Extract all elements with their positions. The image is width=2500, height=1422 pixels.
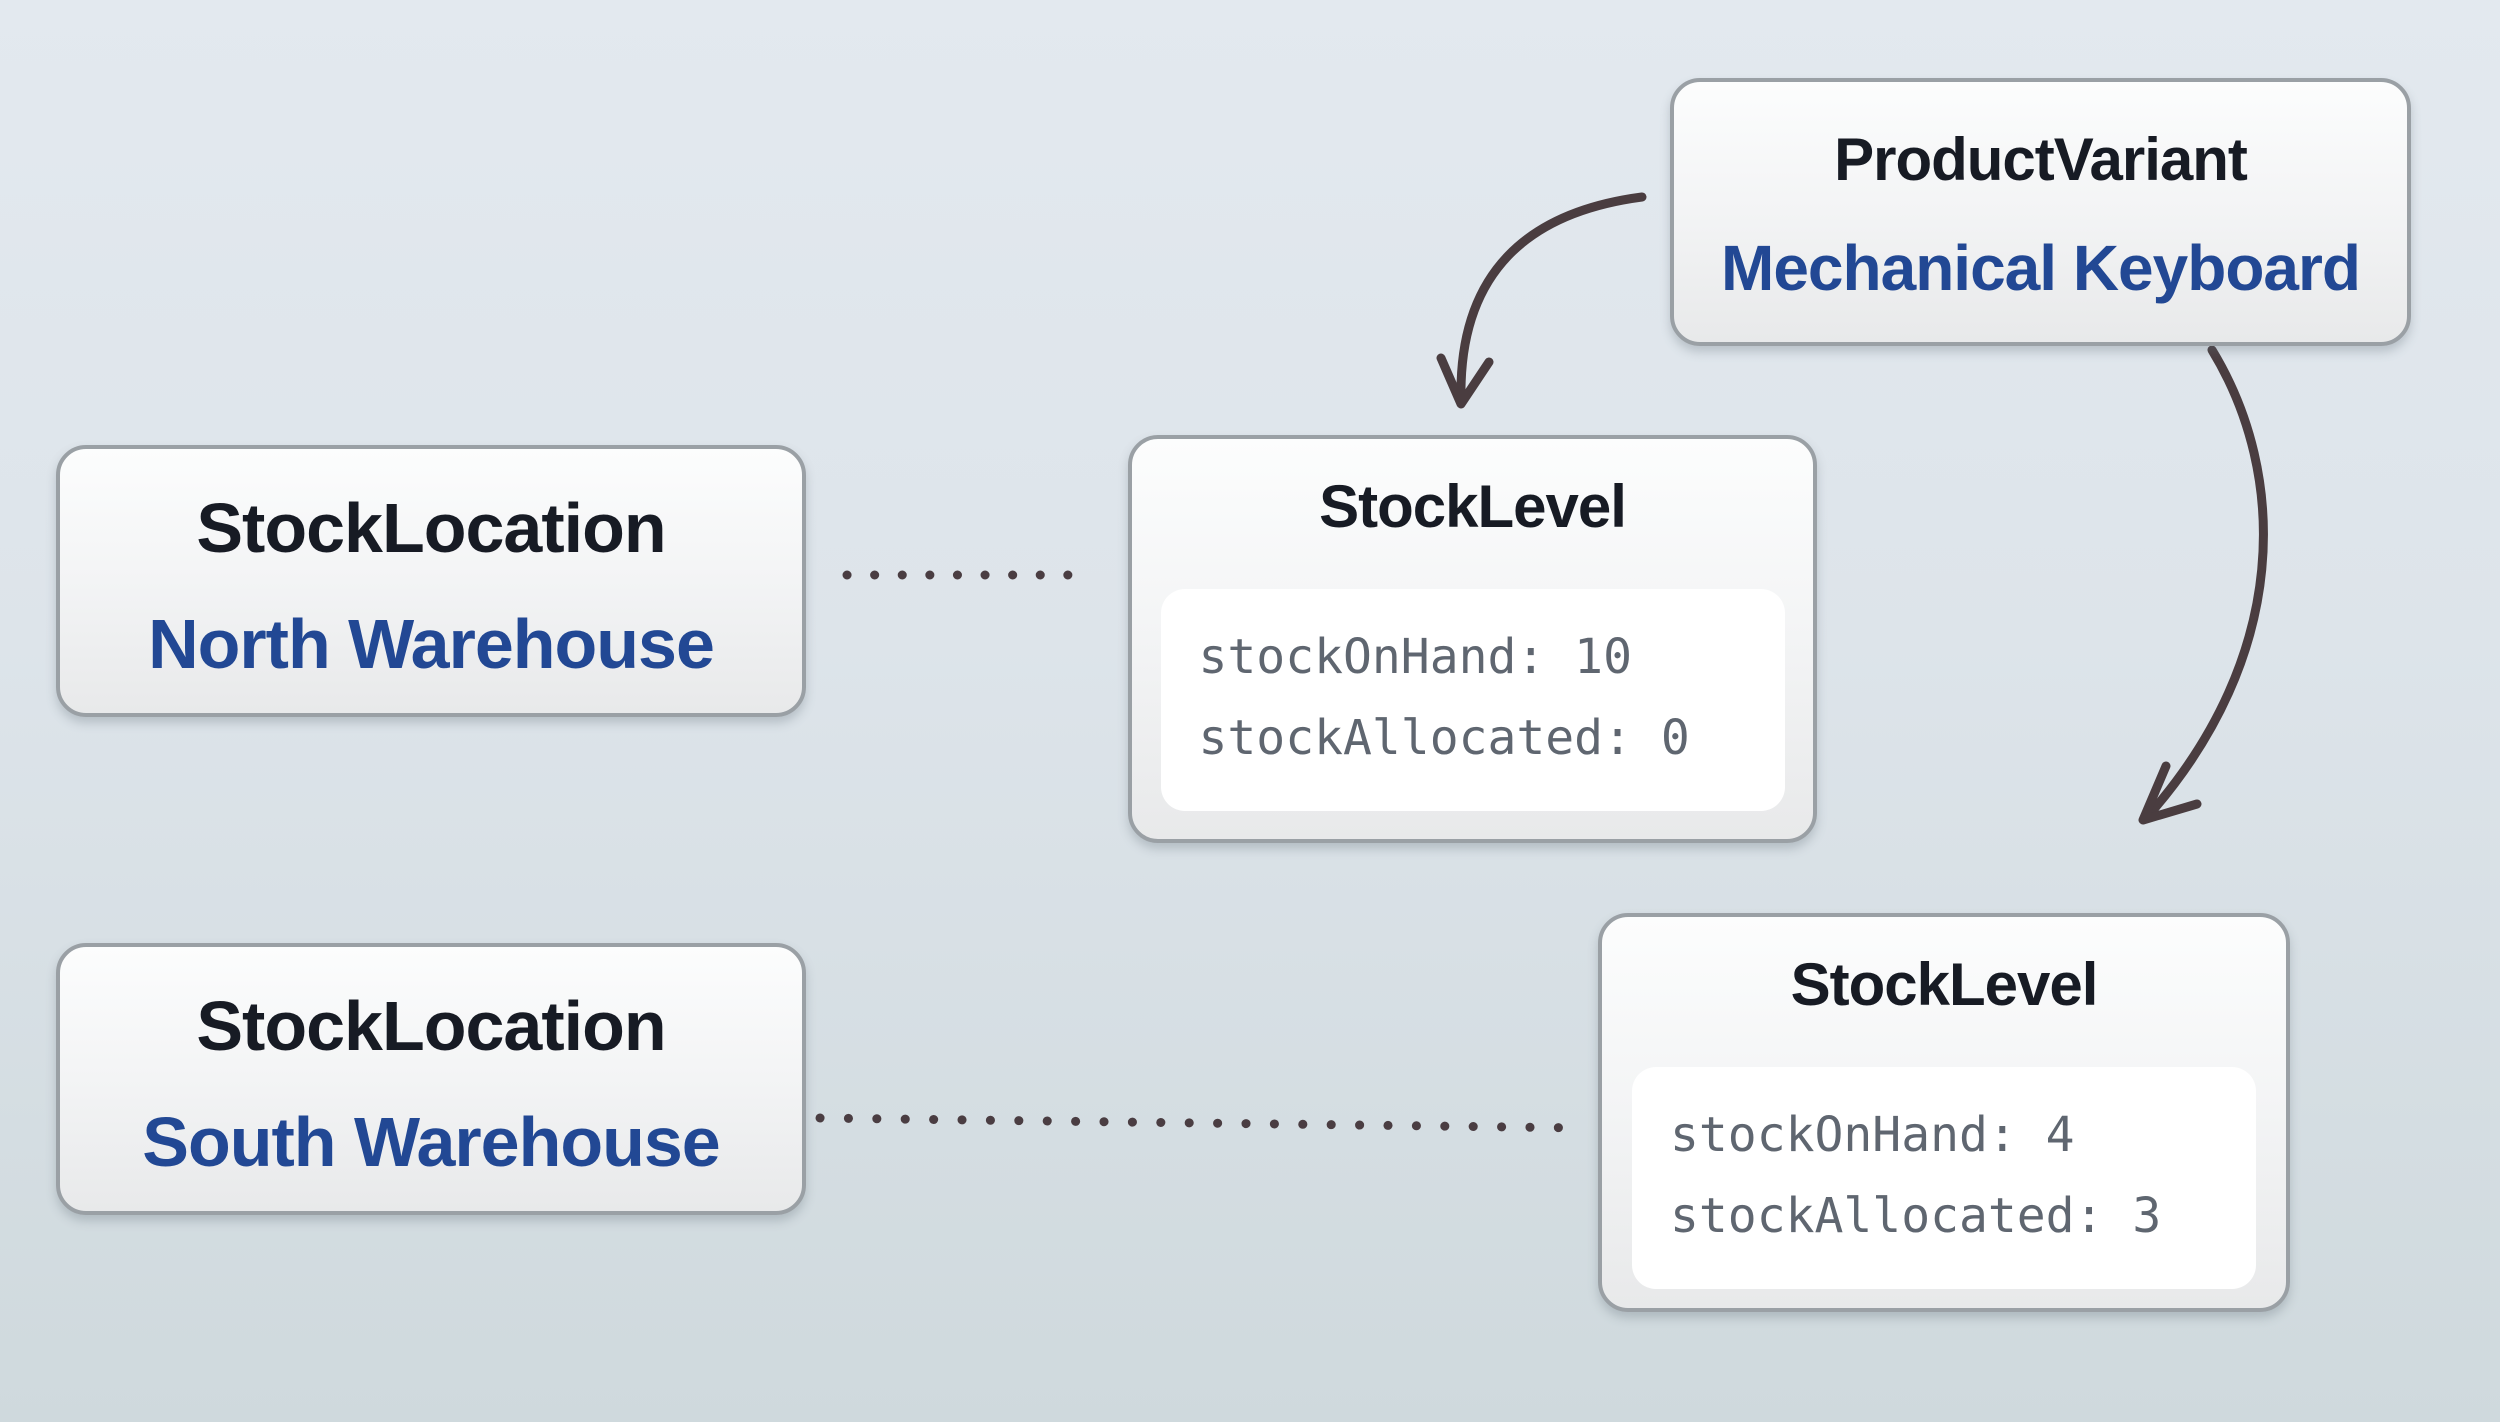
- arrow-productvariant-to-stocklevel-north: [1436, 192, 1647, 409]
- node-stock-location-north: StockLocation North Warehouse: [56, 445, 806, 717]
- arrowhead-icon: [2138, 761, 2202, 825]
- arrowhead-icon: [1436, 353, 1494, 409]
- stock-level-properties-panel: stockOnHand: 4 stockAllocated: 3: [1632, 1067, 2256, 1289]
- node-type-label: StockLocation: [196, 489, 666, 567]
- entity-name: Mechanical Keyboard: [1721, 232, 2361, 304]
- node-stock-level-south: StockLevel stockOnHand: 4 stockAllocated…: [1598, 913, 2290, 1312]
- property-stock-on-hand: stockOnHand: 10: [1198, 629, 1632, 685]
- property-stock-on-hand: stockOnHand: 4: [1670, 1107, 2075, 1163]
- stock-level-properties-panel: stockOnHand: 10 stockAllocated: 0: [1160, 589, 1785, 811]
- node-type-label: StockLocation: [196, 987, 666, 1065]
- node-stock-level-north: StockLevel stockOnHand: 10 stockAllocate…: [1128, 435, 1817, 843]
- node-type-label: StockLevel: [1319, 473, 1627, 540]
- arrow-productvariant-to-stocklevel-south: [2138, 345, 2268, 825]
- node-stock-location-south: StockLocation South Warehouse: [56, 943, 806, 1215]
- node-type-label: StockLevel: [1790, 951, 2099, 1018]
- dotted-link-south: [815, 1113, 1590, 1133]
- property-stock-allocated: stockAllocated: 3: [1670, 1187, 2162, 1244]
- property-stock-allocated: stockAllocated: 0: [1198, 709, 1690, 766]
- node-product-variant: ProductVariant Mechanical Keyboard: [1670, 78, 2411, 346]
- entity-name: South Warehouse: [142, 1103, 720, 1181]
- node-type-label: ProductVariant: [1834, 126, 2248, 193]
- entity-name: North Warehouse: [148, 605, 715, 683]
